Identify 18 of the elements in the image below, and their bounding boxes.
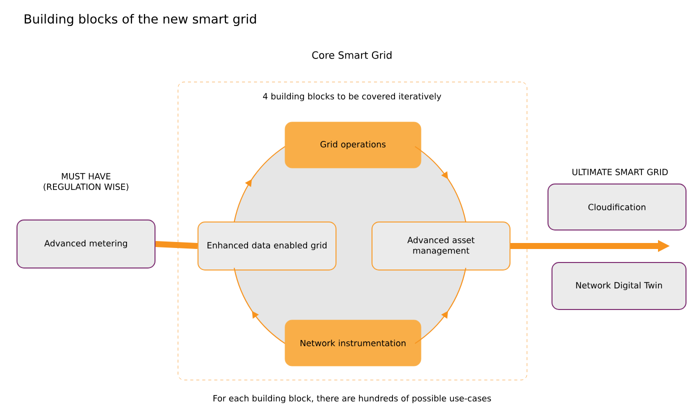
building-block-box: Network instrumentation	[284, 320, 422, 366]
cycle-arrow	[234, 267, 286, 344]
option-box: Advanced metering	[16, 220, 156, 268]
cycle-arrow	[234, 146, 286, 223]
container-heading: Core Smart Grid	[312, 51, 392, 59]
building-block-box: Enhanced data enabled grid	[198, 222, 336, 270]
box-heading: MUST HAVE (REGULATION WISE)	[44, 173, 128, 191]
building-block-box: Grid operations	[284, 122, 422, 168]
connector-line	[155, 241, 198, 249]
title: Building blocks of the new smart grid	[24, 14, 256, 26]
container-subtitle: 4 building blocks to be covered iteratively	[263, 92, 442, 102]
container-note: For each building block, there are hundreds of possible use-cases	[214, 394, 491, 404]
option-box: Network Digital Twin	[552, 262, 686, 310]
column-heading: ULTIMATE SMART GRID	[572, 168, 668, 176]
cycle-arrow	[414, 146, 466, 223]
building-block-box: Advanced asset management	[372, 222, 510, 270]
cycle-arrow	[414, 267, 466, 344]
option-box: Cloudification	[548, 184, 686, 230]
